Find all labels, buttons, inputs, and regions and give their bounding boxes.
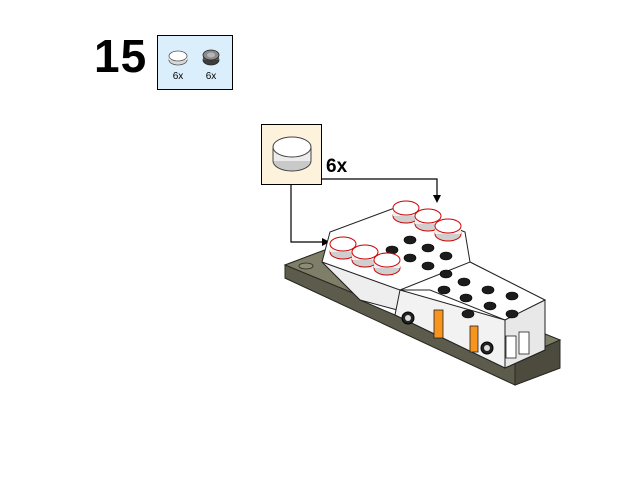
new-round-tiles bbox=[329, 200, 462, 276]
part-quantity: 6x bbox=[172, 71, 184, 82]
sub-assembly-callout bbox=[261, 124, 322, 185]
step-number: 15 bbox=[94, 30, 148, 82]
dark-grey-round-tile-icon bbox=[202, 49, 220, 66]
white-round-tile-icon bbox=[168, 50, 188, 66]
parts-list-item: 6x bbox=[163, 44, 193, 84]
part-quantity: 6x bbox=[205, 71, 217, 82]
white-round-tile-icon bbox=[272, 136, 312, 172]
parts-list: 6x 6x bbox=[157, 35, 233, 90]
callout-quantity: 6x bbox=[326, 156, 348, 177]
parts-list-item: 6x bbox=[196, 44, 226, 84]
